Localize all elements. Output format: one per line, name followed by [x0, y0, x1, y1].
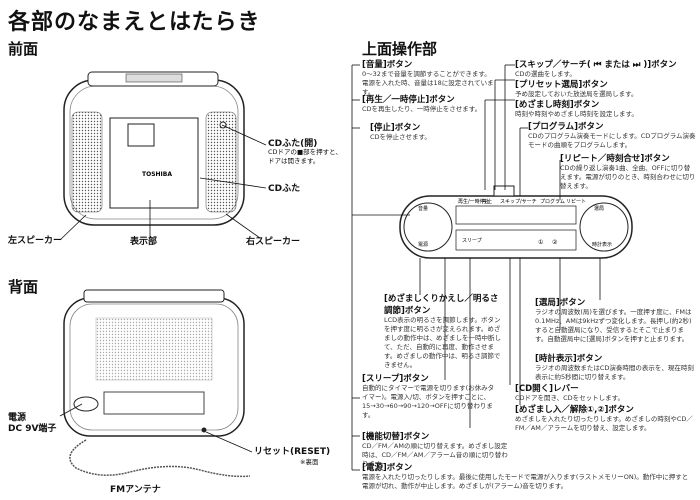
- right-speaker-label: 右スピーカー: [246, 237, 301, 247]
- callout-function: [機能切替]ボタン CD／FM／AMの順に切り替えます。めざまし設定時は、CD／…: [362, 430, 512, 469]
- callout-volume: [音量]ボタン 0～32まで音量を調節することができます。電源を入れた時、音量は…: [362, 58, 497, 97]
- callout-desc: ラジオの周波数またはCD演奏時間の表示を、現在時刻表示に約5秒間に切り替えます。: [535, 364, 694, 381]
- callout-title: [停止]ボタン: [370, 123, 421, 133]
- callout-tuning: [選局]ボタン ラジオの周波数(局)を選びます。一度押す度に、FMは0.1MHz…: [535, 296, 695, 344]
- callout-alarm-onoff: [めざまし入／解除①,②]ボタン めざましを入れたり切ったりします。めざましの時…: [515, 403, 695, 433]
- callout-title: [めざまし入／解除①,②]ボタン: [515, 405, 634, 415]
- panel-vol-label: 音量: [418, 205, 428, 212]
- panel-skip-label: スキップ/サーチ: [500, 199, 537, 205]
- callout-stop: [停止]ボタン CDを停止させます。: [370, 121, 480, 142]
- panel-power-label: 電源: [418, 241, 428, 248]
- panel-stop-label: 停止: [482, 198, 492, 205]
- callout-preset: [プリセット選局]ボタン 予め設定しておいた放送局を選局します。: [515, 78, 695, 99]
- panel-tune-label: 選局: [594, 205, 604, 212]
- back-device: [63, 289, 251, 478]
- callout-desc: 自動的にタイマーで電源を切ります(お休みタイマー)。電源入/切、ボタンを押すごと…: [362, 384, 495, 419]
- callout-desc: 予め設定しておいた放送局を選局します。: [515, 90, 638, 98]
- callout-title: [音量]ボタン: [362, 60, 413, 70]
- top-panel-heading: 上面操作部: [362, 40, 438, 58]
- front-heading: 前面: [8, 40, 39, 58]
- callout-title: [再生／一時停止]ボタン: [362, 95, 455, 105]
- callout-skip: [スキップ／サーチ( ⏮ または ⏭ )]ボタン CDの選曲をします。: [515, 58, 695, 79]
- callout-desc: CDの繰り返し演奏1曲、全曲、OFFに切り替えます。電源が切りのとき、時刻合わせ…: [560, 164, 696, 190]
- reset-label: リセット(RESET): [254, 447, 331, 457]
- callout-title: [プログラム]ボタン: [528, 122, 604, 132]
- cd-door-open-title: CDふた(開): [268, 139, 318, 149]
- callout-cd-open: [CD開く]レバー CDドアを開き、CDをセットします。: [515, 382, 695, 403]
- callout-desc: CDを再生したり、一時停止をさせます。: [362, 105, 482, 113]
- panel-clock-label: 時計表示: [592, 241, 612, 248]
- callout-program: [プログラム]ボタン CDのプログラム演奏モードにします。CDプログラム演奏モー…: [528, 120, 696, 150]
- leader-lines: [59, 64, 601, 471]
- front-device: [63, 71, 245, 226]
- callout-title: [時計表示]ボタン: [535, 354, 603, 364]
- callout-desc: 0～32まで音量を調節することができます。電源を入れた時、音量は18に設定されて…: [362, 70, 494, 96]
- callout-title: [機能切替]ボタン: [362, 432, 430, 442]
- callout-title: [プリセット選局]ボタン: [515, 80, 608, 90]
- callout-desc: CDの選曲をします。: [515, 70, 576, 78]
- callout-brightness: [めざましくりかえし／明るさ調節]ボタン LCD表示の明るさを調節します。ボタン…: [384, 292, 502, 370]
- callout-desc: LCD表示の明るさを調節します。ボタンを押す度に明るさが変えられます。めざましの…: [384, 316, 501, 369]
- display-label: 表示部: [130, 237, 158, 247]
- reset-note: ※裏面: [300, 458, 319, 466]
- left-speaker-label: 左スピーカー: [8, 236, 63, 246]
- callout-alarm-time: [めざまし時刻]ボタン 時刻や時刻やめざまし時刻を設定します。: [515, 98, 695, 119]
- callout-title: [めざまし時刻]ボタン: [515, 100, 600, 110]
- top-panel-device: [399, 185, 633, 259]
- callout-sleep: [スリープ]ボタン 自動的にタイマーで電源を切ります(お休みタイマー)。電源入/…: [362, 372, 498, 420]
- panel-program-label: プログラム: [540, 198, 565, 205]
- page-title: 各部のなまえとはたらき: [8, 10, 261, 35]
- panel-play-label: 再生/一時停止: [458, 198, 490, 205]
- power-jack-label: 電源: [8, 413, 27, 423]
- callout-desc: めざましを入れたり切ったりします。めざましの時刻やCD／FM／AM／アラームを切…: [515, 415, 693, 432]
- panel-alarm1: ①: [538, 239, 543, 246]
- callout-title: [電源]ボタン: [362, 463, 413, 473]
- callout-desc: ラジオの周波数(局)を選びます。一度押す度に、FMは0.1MHz、AMは9kHz…: [535, 308, 692, 343]
- callout-power: [電源]ボタン 電源を入れたり切ったりします。最後に使用したモードで電源が入りま…: [362, 461, 692, 491]
- callout-desc: 時刻や時刻やめざまし時刻を設定します。: [515, 110, 638, 118]
- cd-door-open-desc: CDドアの■部を押すと、ドアは開きます。: [268, 148, 342, 165]
- callout-play: [再生／一時停止]ボタン CDを再生したり、一時停止をさせます。: [362, 93, 482, 114]
- callout-clock: [時計表示]ボタン ラジオの周波数またはCD演奏時間の表示を、現在時刻表示に約5…: [535, 352, 695, 382]
- cd-door-label: CDふた: [268, 184, 301, 194]
- panel-alarm2: ②: [552, 239, 558, 246]
- callout-desc: CD／FM／AMの順に切り替えます。めざまし設定時は、CD／FM／AM／アラーム…: [362, 442, 508, 468]
- callout-title: [選局]ボタン: [535, 298, 586, 308]
- power-jack-label2: DC 9V端子: [8, 424, 57, 434]
- callout-desc: CDドアを開き、CDをセットします。: [515, 394, 624, 402]
- callout-title: [めざましくりかえし／明るさ調節]ボタン: [384, 294, 499, 316]
- panel-repeat-label: リピート: [566, 199, 586, 205]
- callout-repeat: [リピート／時刻合せ]ボタン CDの繰り返し演奏1曲、全曲、OFFに切り替えます…: [560, 152, 696, 191]
- back-heading: 背面: [8, 278, 39, 296]
- callout-title: [CD開く]レバー: [515, 384, 579, 394]
- fm-antenna-label: FMアンテナ: [110, 485, 161, 495]
- callout-desc: CDのプログラム演奏モードにします。CDプログラム演奏モードの曲順をプログラムし…: [528, 132, 696, 149]
- panel-sleep-label: スリープ: [462, 238, 482, 244]
- callout-desc: CDを停止させます。: [370, 133, 431, 141]
- brand-logo: TOSHIBA: [142, 171, 172, 178]
- callout-title: [スリープ]ボタン: [362, 374, 429, 384]
- callout-title: [リピート／時刻合せ]ボタン: [560, 154, 670, 164]
- callout-title: [スキップ／サーチ( ⏮ または ⏭ )]ボタン: [515, 60, 677, 70]
- callout-desc: 電源を入れたり切ったりします。最後に使用したモードで電源が入ります(ラストメモリ…: [362, 473, 689, 490]
